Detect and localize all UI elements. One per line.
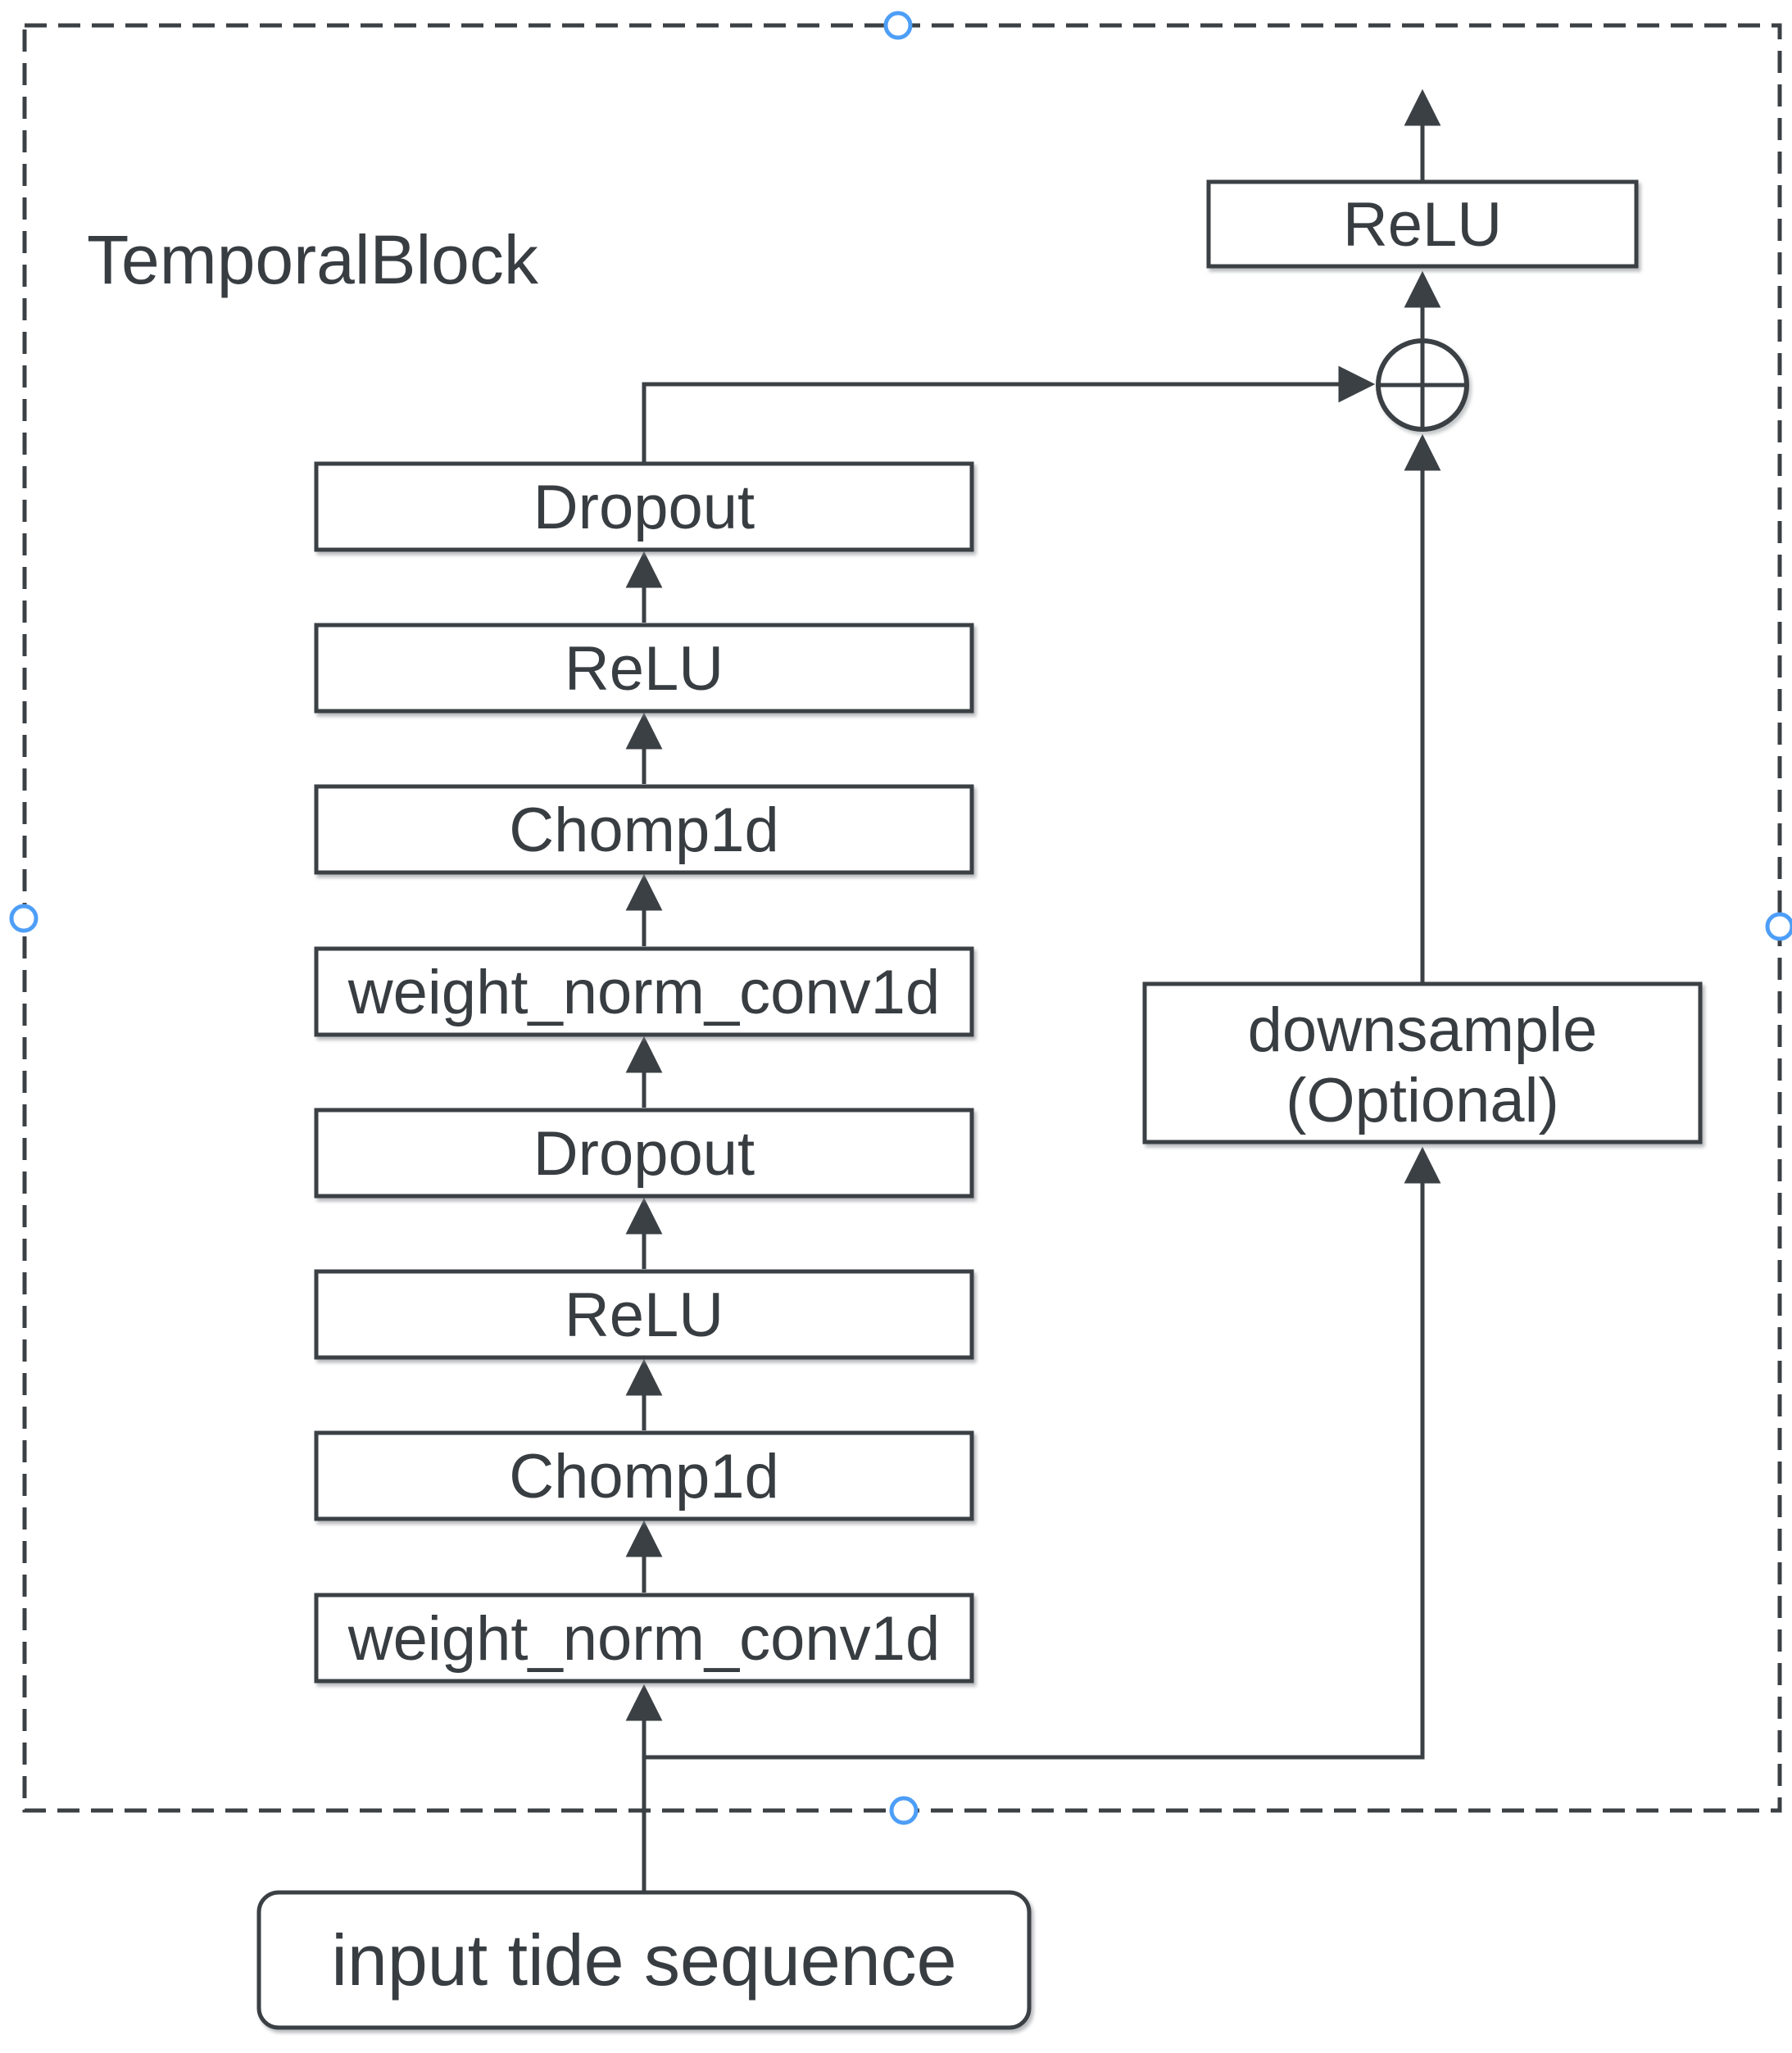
selection-handle-right[interactable] [1765,912,1792,941]
block-dropout-1-box [314,461,974,552]
block-dropout-1: Dropout [314,461,974,552]
selection-handle-top[interactable] [883,11,913,40]
sum-node [1376,338,1469,432]
diagram-title: TemporalBlock [87,221,539,298]
sum-plus-icon [1378,341,1467,429]
block-relu-2-box [314,1269,974,1360]
block-input-label: input tide sequence [331,1919,956,2001]
branch-to-downsample [644,1146,1441,1760]
block-chomp1d-2-box [314,1430,974,1521]
block-chomp1d-1-box [314,784,974,875]
block-relu-2-label: ReLU [565,1280,724,1350]
block-input: input tide sequence [256,1890,1032,2030]
block-chomp1d-2: Chomp1d [314,1430,974,1521]
selection-handle-bottom[interactable] [889,1796,919,1825]
block-weight-norm-conv1d-2-label: weight_norm_conv1d [347,1604,940,1674]
block-downsample: downsample (Optional) [1142,981,1703,1144]
selection-handle-left[interactable] [9,904,39,933]
block-downsample-box [1142,981,1703,1144]
residual-branch [644,433,1441,1760]
block-weight-norm-conv1d-2-box [314,1593,974,1684]
block-relu-1-box [314,623,974,714]
skip-connection-to-sum [642,365,1376,464]
block-chomp1d-2-label: Chomp1d [509,1442,779,1511]
block-weight-norm-conv1d-1: weight_norm_conv1d [314,946,974,1037]
block-output-relu-label: ReLU [1343,190,1502,260]
block-weight-norm-conv1d-2: weight_norm_conv1d [314,1593,974,1684]
block-output-relu-box [1206,179,1639,269]
block-chomp1d-1: Chomp1d [314,784,974,875]
block-output-relu: ReLU [1206,179,1639,269]
block-relu-2: ReLU [314,1269,974,1360]
block-input-box [256,1890,1032,2030]
block-weight-norm-conv1d-1-label: weight_norm_conv1d [347,958,940,1027]
block-dropout-2: Dropout [314,1108,974,1199]
block-dropout-2-label: Dropout [533,1119,755,1189]
block-chomp1d-1-label: Chomp1d [509,795,779,865]
block-downsample-label-line2: (Optional) [1286,1066,1559,1135]
block-relu-1: ReLU [314,623,974,714]
block-dropout-2-box [314,1108,974,1199]
block-dropout-1-label: Dropout [533,473,755,542]
block-downsample-label-line1: downsample [1248,995,1598,1065]
block-relu-1-label: ReLU [565,634,724,704]
block-weight-norm-conv1d-1-box [314,946,974,1037]
